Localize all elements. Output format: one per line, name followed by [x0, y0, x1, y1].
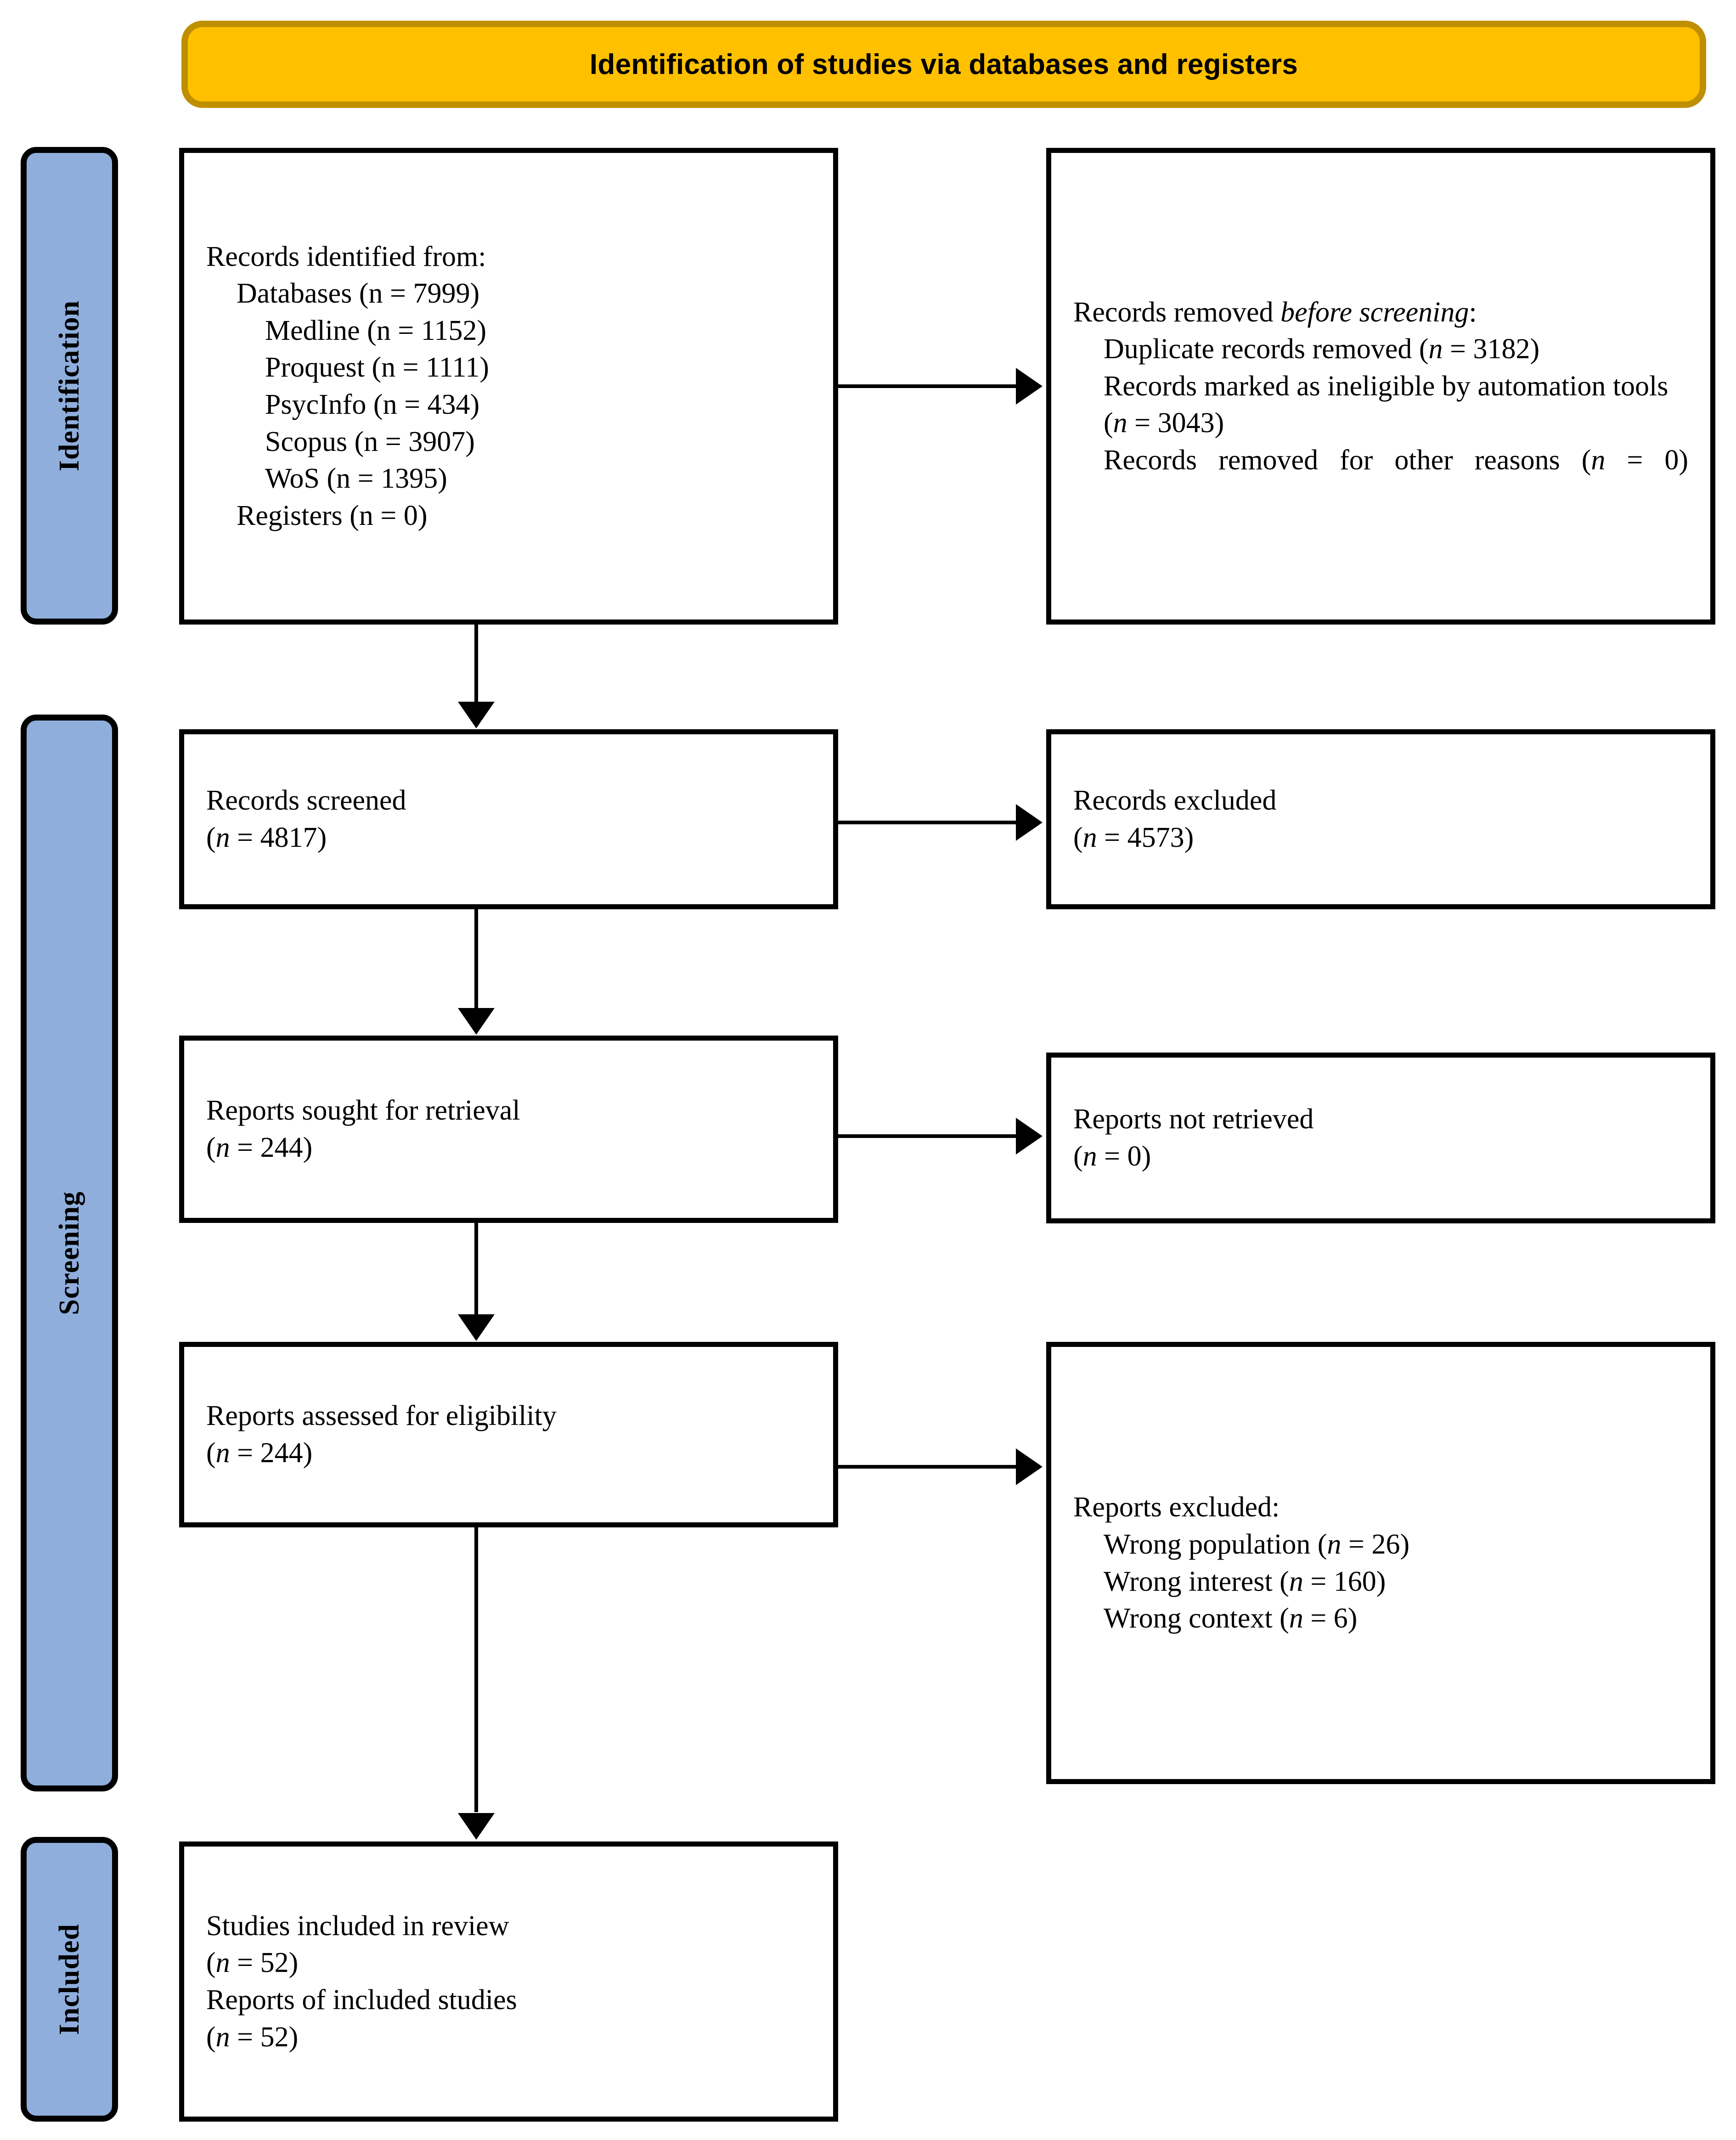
- reports-not-retrieved-content: Reports not retrieved (n = 0): [1073, 1101, 1688, 1175]
- reports-excluded-content: Reports excluded: Wrong population (n = …: [1073, 1489, 1688, 1637]
- arrow-screened-to-excluded-head: [1016, 804, 1043, 841]
- box-reports-assessed-for-eligibility: Reports assessed for eligibility (n = 24…: [179, 1342, 838, 1527]
- reports-assessed-content: Reports assessed for eligibility (n = 24…: [206, 1397, 811, 1471]
- arrow-sought-to-notretrieved-shaft: [838, 1134, 1017, 1138]
- identification-banner: Identification of studies via databases …: [181, 21, 1706, 108]
- arrow-assessed-to-reportsexcluded-shaft: [838, 1465, 1017, 1469]
- records-identified-psycinfo: PsycInfo (n = 434): [265, 389, 480, 420]
- records-removed-ineligible: Records marked as ineligible by automati…: [1104, 370, 1668, 439]
- reports-not-retrieved-count: (n = 0): [1073, 1141, 1151, 1172]
- records-removed-ineligible-n: 3043: [1157, 407, 1215, 439]
- reports-sought-label: Reports sought for retrieval: [206, 1095, 520, 1126]
- arrow-sought-to-notretrieved-head: [1016, 1118, 1043, 1154]
- reports-excluded-wrong-interest-label: Wrong interest: [1104, 1566, 1273, 1597]
- reports-excluded-wrong-context-label: Wrong context: [1104, 1603, 1273, 1634]
- records-identified-scopus: Scopus (n = 3907): [265, 426, 475, 457]
- arrow-sought-to-assessed-head: [458, 1314, 495, 1341]
- records-identified-proquest: Proquest (n = 1111): [265, 352, 489, 383]
- records-identified-content: Records identified from: Databases (n = …: [206, 238, 811, 535]
- records-identified-registers: Registers (n = 0): [237, 500, 428, 531]
- box-records-removed-before-screening: Records removed before screening: Duplic…: [1046, 148, 1715, 625]
- records-removed-other-n: 0: [1664, 444, 1679, 476]
- reports-not-retrieved-label: Reports not retrieved: [1073, 1104, 1314, 1135]
- arrow-sought-to-assessed-shaft: [474, 1223, 478, 1315]
- records-removed-heading: Records removed before screening:: [1073, 294, 1688, 331]
- records-removed-heading-prefix: Records removed: [1073, 296, 1281, 328]
- records-screened-count: (n = 4817): [206, 822, 327, 853]
- records-identified-heading: Records identified from:: [206, 241, 486, 272]
- reports-excluded-heading: Reports excluded:: [1073, 1492, 1280, 1523]
- box-studies-included: Studies included in review (n = 52) Repo…: [179, 1842, 838, 2122]
- reports-excluded-wrong-context-n: 6: [1333, 1603, 1348, 1634]
- box-records-excluded: Records excluded (n = 4573): [1046, 729, 1715, 909]
- records-screened-content: Records screened (n = 4817): [206, 782, 811, 856]
- reports-excluded-wrong-population-label: Wrong population: [1104, 1528, 1311, 1560]
- records-removed-ineligible-label: Records marked as ineligible by automati…: [1104, 370, 1668, 402]
- reports-of-included-count: (n = 52): [206, 2021, 299, 2053]
- reports-sought-content: Reports sought for retrieval (n = 244): [206, 1092, 811, 1166]
- records-removed-duplicates-label: Duplicate records removed: [1104, 333, 1412, 365]
- arrow-screened-to-excluded-shaft: [838, 821, 1017, 824]
- records-identified-medline: Medline (n = 1152): [265, 315, 487, 346]
- reports-assessed-n: 244: [260, 1437, 303, 1469]
- box-records-screened: Records screened (n = 4817): [179, 729, 838, 909]
- arrow-assessed-to-included-shaft: [474, 1527, 478, 1812]
- box-reports-sought-for-retrieval: Reports sought for retrieval (n = 244): [179, 1036, 838, 1223]
- arrow-identified-to-screened-shaft: [474, 625, 478, 703]
- studies-included-content: Studies included in review (n = 52) Repo…: [206, 1908, 811, 2056]
- records-screened-n: 4817: [260, 822, 317, 853]
- arrow-identified-to-removed-head: [1016, 368, 1043, 405]
- arrow-assessed-to-included-head: [458, 1813, 495, 1840]
- reports-excluded-wrong-population: Wrong population (n = 26): [1104, 1528, 1410, 1560]
- arrow-identified-to-screened-head: [458, 702, 495, 728]
- stage-screening-text: Screening: [53, 1191, 85, 1315]
- studies-included-n: 52: [260, 1947, 289, 1979]
- studies-included-label: Studies included in review: [206, 1910, 509, 1942]
- records-excluded-count: (n = 4573): [1073, 822, 1194, 853]
- reports-excluded-wrong-context: Wrong context (n = 6): [1104, 1603, 1358, 1634]
- records-excluded-n: 4573: [1127, 822, 1184, 853]
- stage-identification-text: Identification: [53, 300, 85, 472]
- reports-not-retrieved-n: 0: [1127, 1141, 1142, 1172]
- arrow-screened-to-sought-head: [458, 1008, 495, 1035]
- reports-assessed-count: (n = 244): [206, 1437, 313, 1469]
- records-removed-duplicates: Duplicate records removed (n = 3182): [1104, 333, 1540, 365]
- box-reports-excluded: Reports excluded: Wrong population (n = …: [1046, 1342, 1715, 1784]
- records-removed-other-label: Records removed for other reasons: [1104, 444, 1560, 476]
- arrow-screened-to-sought-shaft: [474, 909, 478, 1008]
- records-removed-heading-suffix: :: [1469, 296, 1477, 328]
- records-removed-other: Records removed for other reasons (n = 0…: [1104, 444, 1689, 476]
- records-excluded-label: Records excluded: [1073, 785, 1277, 817]
- reports-excluded-wrong-interest: Wrong interest (n = 160): [1104, 1566, 1386, 1597]
- reports-assessed-label: Reports assessed for eligibility: [206, 1400, 557, 1432]
- reports-of-included-n: 52: [260, 2021, 289, 2053]
- records-removed-heading-italic: before screening: [1280, 296, 1469, 328]
- records-removed-duplicates-n: 3182: [1473, 333, 1530, 365]
- reports-sought-n: 244: [260, 1132, 303, 1163]
- records-identified-databases: Databases (n = 7999): [237, 278, 480, 310]
- banner-title: Identification of studies via databases …: [589, 48, 1298, 80]
- records-removed-content: Records removed before screening: Duplic…: [1073, 294, 1688, 479]
- studies-included-count: (n = 52): [206, 1947, 299, 1979]
- stage-included-text: Included: [53, 1923, 85, 2035]
- reports-excluded-wrong-population-n: 26: [1371, 1528, 1400, 1560]
- arrow-identified-to-removed-shaft: [838, 384, 1017, 388]
- box-records-identified: Records identified from: Databases (n = …: [179, 148, 838, 625]
- reports-of-included-label: Reports of included studies: [206, 1984, 517, 2016]
- box-reports-not-retrieved: Reports not retrieved (n = 0): [1046, 1053, 1715, 1223]
- stage-label-screening: Screening: [21, 715, 118, 1791]
- records-screened-label: Records screened: [206, 785, 406, 817]
- stage-label-included: Included: [21, 1837, 118, 2122]
- arrow-assessed-to-reportsexcluded-head: [1016, 1448, 1043, 1485]
- stage-label-identification: Identification: [21, 147, 118, 625]
- records-excluded-content: Records excluded (n = 4573): [1073, 782, 1688, 856]
- reports-sought-count: (n = 244): [206, 1132, 313, 1163]
- reports-excluded-wrong-interest-n: 160: [1333, 1566, 1376, 1597]
- records-identified-wos: WoS (n = 1395): [265, 463, 447, 495]
